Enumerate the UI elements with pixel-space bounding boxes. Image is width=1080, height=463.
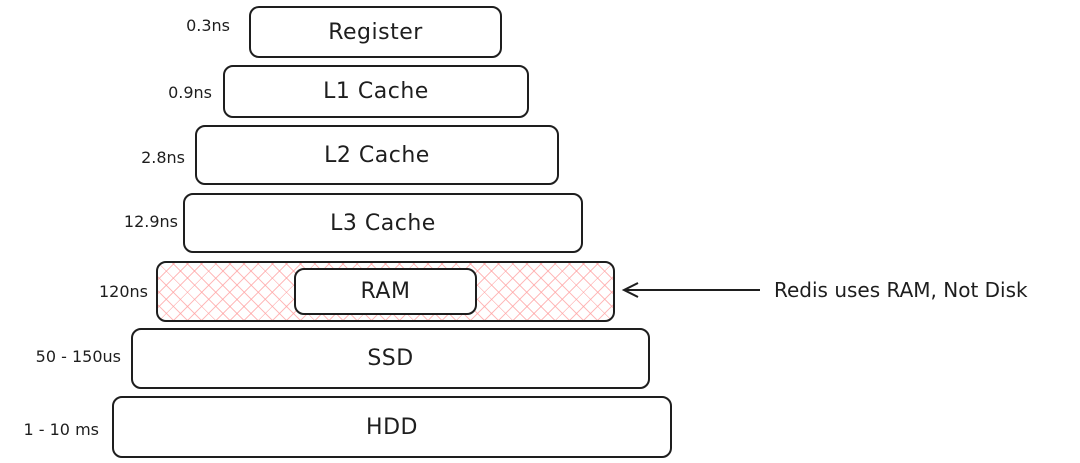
- level-label: L2 Cache: [324, 142, 430, 168]
- level-label: Register: [328, 19, 423, 45]
- level-l2-cache: L2 Cache: [195, 125, 559, 185]
- level-hdd: HDD: [112, 396, 672, 458]
- arrow-icon: [621, 282, 760, 298]
- level-l1-cache: L1 Cache: [223, 65, 529, 118]
- latency-l2: 2.8ns: [141, 148, 185, 167]
- level-label: HDD: [366, 414, 418, 440]
- level-label: SSD: [367, 346, 414, 371]
- level-ram-highlight: RAM: [156, 261, 615, 322]
- level-l3-cache: L3 Cache: [183, 193, 583, 253]
- latency-l3: 12.9ns: [123, 212, 178, 231]
- latency-ssd: 50 - 150us: [35, 347, 121, 366]
- level-label: L3 Cache: [330, 210, 436, 236]
- latency-ram: 120ns: [98, 282, 148, 301]
- level-ram: RAM: [294, 268, 477, 315]
- level-label: L1 Cache: [323, 79, 429, 104]
- annotation-text: Redis uses RAM, Not Disk: [774, 278, 1028, 302]
- latency-hdd: 1 - 10 ms: [23, 420, 100, 439]
- latency-l1: 0.9ns: [168, 83, 212, 102]
- latency-register: 0.3ns: [186, 16, 230, 35]
- level-ssd: SSD: [131, 328, 650, 389]
- level-label: RAM: [360, 279, 411, 304]
- level-register: Register: [249, 6, 502, 58]
